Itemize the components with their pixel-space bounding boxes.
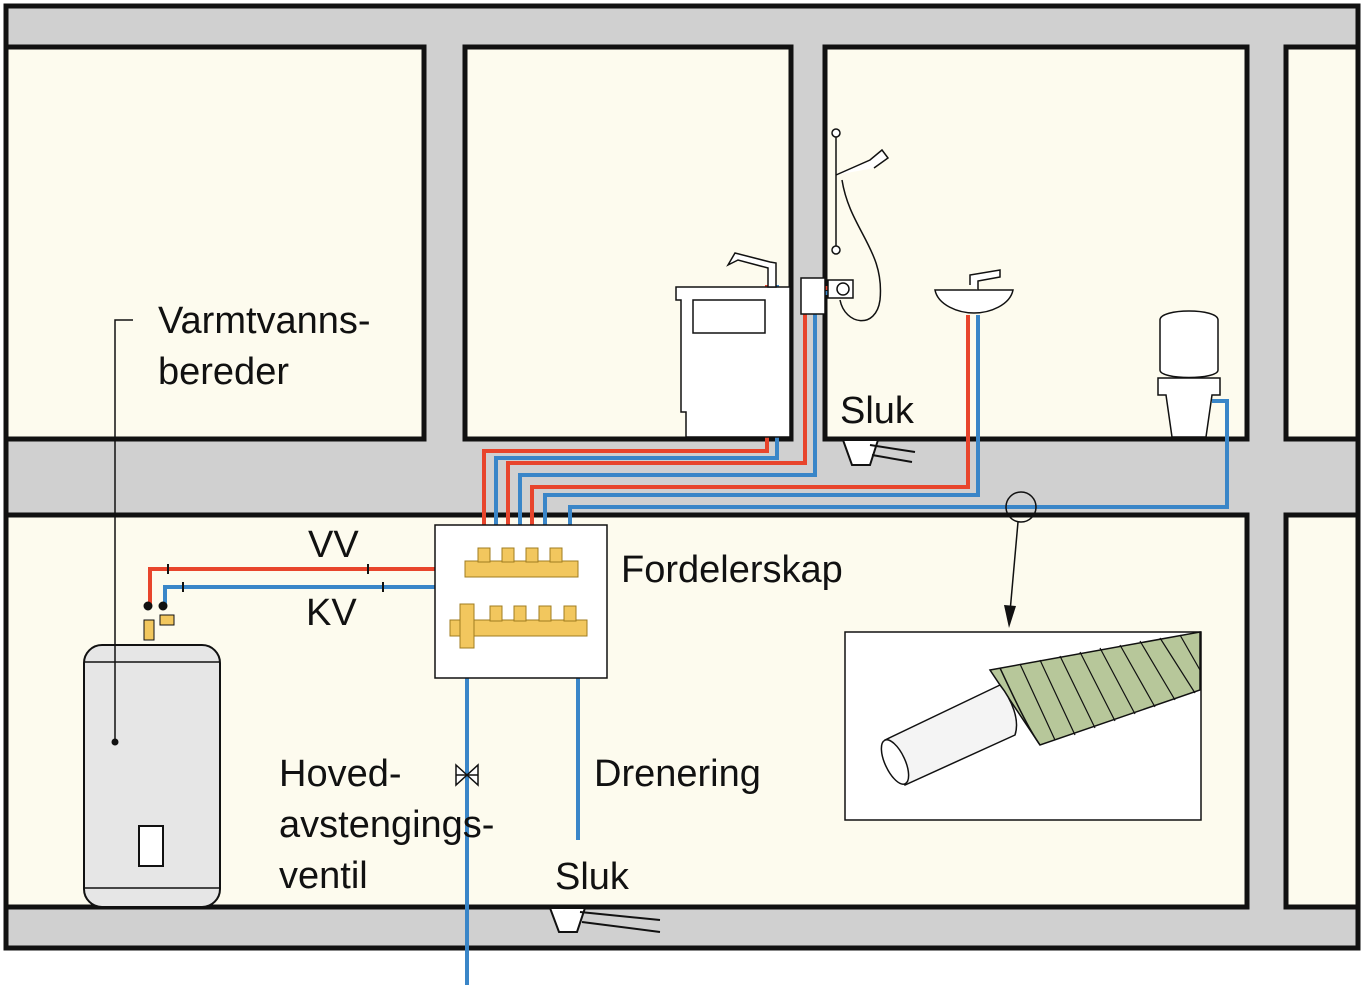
hot-water-label: VV xyxy=(308,524,359,566)
main-valve-label-line1: Hoved- xyxy=(279,753,402,795)
heater-valves xyxy=(143,601,175,641)
cold-manifold xyxy=(449,603,588,649)
floor-drain-upper-icon xyxy=(841,439,916,466)
building-structure xyxy=(3,3,1361,951)
room-upper-right xyxy=(1283,44,1361,442)
pipe-detail-callout xyxy=(844,491,1202,821)
cold-water-label: KV xyxy=(306,592,357,634)
hot-manifold xyxy=(464,547,579,578)
water-heater xyxy=(83,319,221,908)
manifold-cabinet-label: Fordelerskap xyxy=(621,549,843,591)
water-heater-label-line2: bereder xyxy=(158,351,289,393)
room-upper-left xyxy=(3,44,427,442)
water-heater-label-line1: Varmtvanns- xyxy=(158,300,371,342)
shower xyxy=(800,128,890,322)
main-valve-label-line2: avstengings- xyxy=(279,804,495,846)
heater-panel xyxy=(138,825,164,867)
main-shutoff-valve-icon xyxy=(455,763,479,787)
floor-drain-lower-icon xyxy=(548,907,661,933)
pex-pipe-in-sleeve-icon xyxy=(880,631,1201,786)
main-valve-label-line3: ventil xyxy=(279,855,368,897)
room-lower-right xyxy=(1283,512,1361,910)
drainage-label: Drenering xyxy=(594,753,761,795)
wash-basin xyxy=(934,269,1014,314)
heater-leader-line xyxy=(114,319,133,742)
manifold-cabinet xyxy=(434,524,608,679)
pipe-markers xyxy=(167,564,384,592)
kitchen-sink-cabinet xyxy=(675,252,791,438)
floor-drain-upper-label: Sluk xyxy=(840,390,914,432)
floor-drain-lower-label: Sluk xyxy=(555,856,629,898)
toilet xyxy=(1157,310,1221,438)
